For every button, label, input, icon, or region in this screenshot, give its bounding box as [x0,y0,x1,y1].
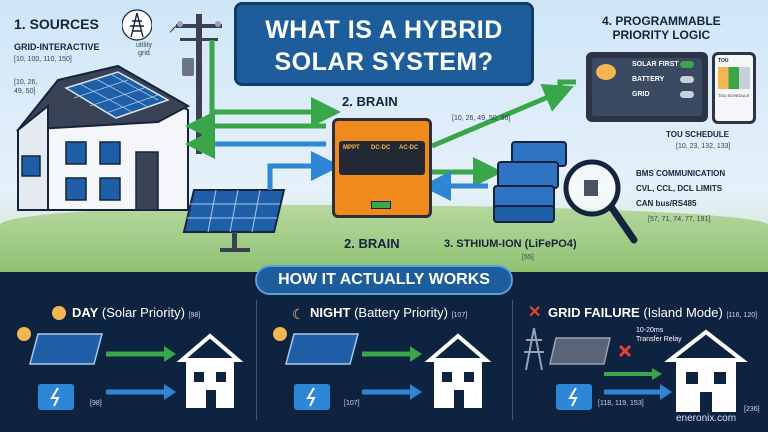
inverter: MPPT DC-DC AC-DC [332,118,432,218]
night-diagram [273,327,492,410]
sun-icon [596,64,616,80]
brain-heading-top: 2. BRAIN [342,94,398,109]
utility-pole [170,14,222,154]
battery-heading: 3. STHIUM-ION (LiFePO4) [444,238,577,250]
night-cite: [107] [451,312,468,319]
inverter-display [339,141,425,175]
toggle-solar-first[interactable] [680,61,694,68]
phone-title: TOU [718,58,729,64]
footer-cite: [236] [744,406,760,413]
flow-arrows [185,40,576,201]
phone: TOU TOU SCHEDULE [712,52,756,124]
divider-2 [512,300,513,420]
bms-line-1: BMS COMMUNICATION [636,169,726,178]
day-title-rest: (Solar Priority) [98,305,185,320]
failure-title-bold: GRID FAILURE [548,305,640,320]
night-title: NIGHT (Battery Priority) [107] [310,305,467,320]
night-cite-2: [107] [344,400,360,407]
day-sun-icon [52,306,66,320]
utility-grid-label: utility grid [136,42,152,57]
day-diagram [17,327,244,410]
house-illustration [15,64,191,211]
bms-line-2: CVL, CCL, DCL LIMITS [636,184,723,193]
divider-1 [256,300,257,420]
ground-solar-panel [182,189,286,252]
phone-chart [718,67,750,89]
bms-cite: [57, 71, 74, 77, 191] [648,216,711,223]
failure-diagram [524,327,748,412]
brain-cite: [10, 26, 49, 50, 96] [452,115,511,122]
day-cite-2: [98] [90,400,102,407]
house-cite: [10, 26, 49, 50] [14,79,38,95]
inverter-status-light [371,201,391,209]
toggle-grid[interactable] [680,91,694,98]
night-title-rest: (Battery Priority) [350,305,448,320]
logic-heading: 4. PROGRAMMABLE PRIORITY LOGIC [602,14,721,42]
phone-caption: TOU SCHEDULE [718,93,750,98]
inverter-module-mppt: MPPT [343,145,360,151]
transfer-relay-label: 10-20ms Transfer Relay [636,327,682,343]
day-title-bold: DAY [72,305,99,320]
pylon-icon [122,9,152,41]
brand-logo: eneronix.com [676,413,737,424]
day-cite: [98] [188,312,201,319]
grid-failure-icon: ✕ [528,304,542,321]
grid-interactive-label: GRID-INTERACTIVE [14,42,100,52]
tou-label: TOU SCHEDULE [666,130,729,139]
grid-cite: [10, 100, 110, 150] [14,56,72,63]
bms-line-3: CAN bus/RS485 [636,199,697,208]
battery-cite: [55] [522,254,534,261]
magnifier-icon [563,159,638,244]
tou-cite: [10, 23, 132, 133] [676,143,731,150]
night-title-bold: NIGHT [310,305,351,320]
battery-stack [493,141,567,223]
main-title-text: WHAT IS A HYBRID SOLAR SYSTEM? [265,16,503,76]
day-title: DAY (Solar Priority) [98] [72,305,200,320]
toggle-battery-label: BATTERY [632,76,665,83]
failure-title: GRID FAILURE (Island Mode) [116, 120] [548,305,757,320]
controller-screen: SOLAR FIRST BATTERY GRID [586,52,708,122]
brain-heading-bottom: 2. BRAIN [344,236,400,251]
how-banner: HOW IT ACTUALLY WORKS [255,265,513,295]
failure-title-rest: (Island Mode) [639,305,723,320]
toggle-solar-first-label: SOLAR FIRST [632,61,679,68]
toggle-grid-label: GRID [632,91,650,98]
toggle-battery[interactable] [680,76,694,83]
inverter-module-acdc: AC-DC [399,145,419,151]
inverter-module-dcdc: DC-DC [371,145,391,151]
sources-heading: 1. SOURCES [14,16,99,32]
failure-cite: [116, 120] [726,312,758,319]
failure-cite-2: [118, 119, 153] [598,400,644,407]
main-title: WHAT IS A HYBRID SOLAR SYSTEM? [234,2,534,86]
moon-icon: ☾ [292,306,305,322]
